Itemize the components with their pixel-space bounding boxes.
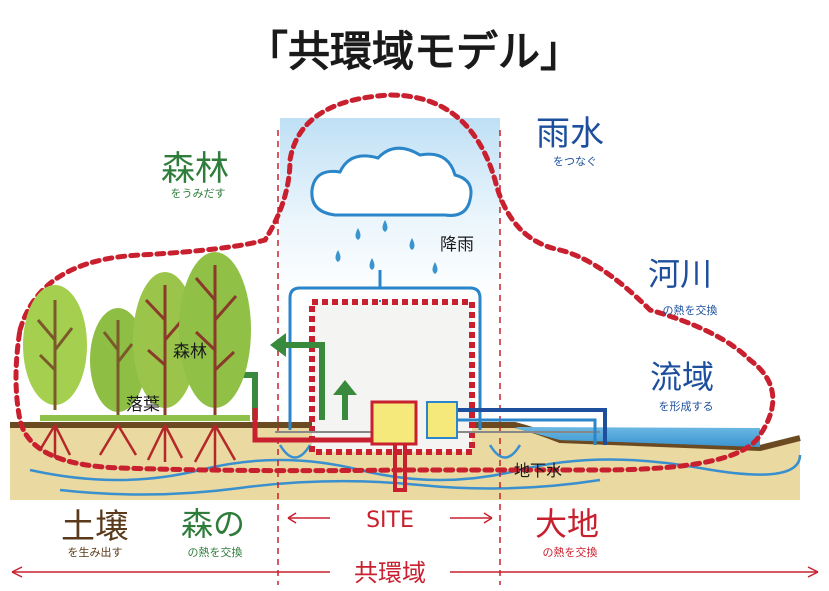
label-site: SITE [366, 508, 414, 533]
label-earth: 大地 [535, 505, 599, 543]
label-soil-sub: を生み出す [68, 545, 123, 559]
kyokan-boundary-dotted [13, 92, 776, 474]
heat-unit-box-2 [426, 401, 458, 439]
kyokan-span [11, 566, 819, 578]
heat-unit-box [370, 400, 418, 446]
label-forest-heat: 森の [181, 505, 245, 543]
label-river-sub: の熱を交換 [663, 303, 718, 317]
label-forest-heat-sub: の熱を交換 [188, 545, 243, 559]
river-heat-pipe-2 [458, 418, 597, 445]
groundwater-flow [29, 444, 802, 496]
diagram-title: 「共環域モデル」 [246, 27, 582, 76]
label-basin-sub: を形成する [659, 400, 714, 413]
site-span [287, 512, 493, 524]
arrow-icon [333, 380, 357, 395]
label-basin: 流域 [650, 358, 714, 396]
label-groundwater: 地下水 [514, 461, 562, 480]
tree-icon [90, 308, 146, 456]
label-soil: 土壌 [61, 507, 129, 547]
tree-icon [179, 252, 251, 468]
label-kyokan: 共環域 [354, 559, 426, 587]
label-rain-top: 雨水 [536, 114, 604, 154]
arrow-icon [270, 333, 286, 357]
label-rainfall: 降雨 [440, 235, 474, 255]
river-heat-pipe [458, 408, 607, 445]
label-fallen-leaves: 落葉 [126, 395, 160, 415]
cloud-icon [310, 146, 473, 217]
label-forest-top-sub: をうみだす [171, 187, 226, 200]
forest-trees [23, 252, 251, 468]
label-rain-top-sub: をつなぐ [553, 155, 597, 168]
tree-icon [23, 285, 87, 458]
label-forest-top: 森林 [161, 149, 229, 189]
label-forest-mid: 森林 [173, 342, 207, 362]
forest-heat-arrows [240, 342, 348, 420]
geothermal-pipe [393, 440, 407, 492]
label-earth-sub: の熱を交換 [543, 545, 598, 559]
heat-pipe-red [252, 408, 380, 443]
rainwater-loop [288, 270, 482, 430]
raindrop-icon [335, 220, 438, 274]
label-river: 河川 [648, 255, 712, 293]
